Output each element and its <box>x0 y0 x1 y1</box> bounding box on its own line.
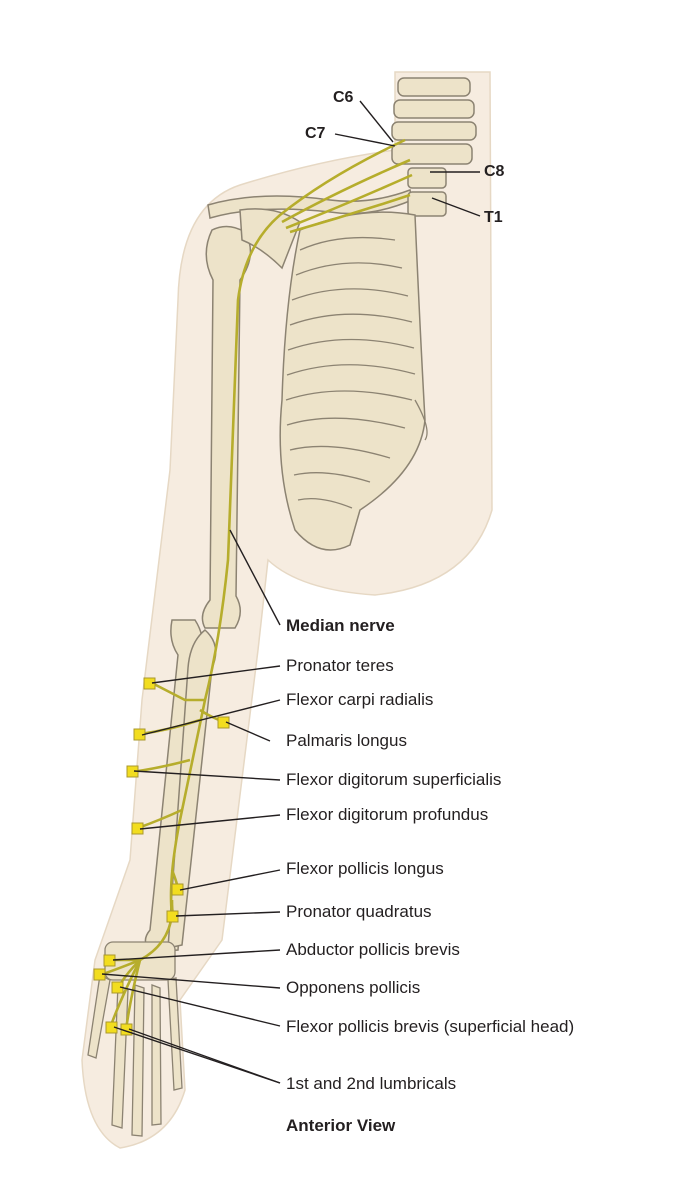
muscle-label-opponens-pollicis: Opponens pollicis <box>286 978 421 997</box>
muscle-label-flexor-carpi-radialis: Flexor carpi radialis <box>286 690 434 709</box>
root-label-c7: C7 <box>305 125 326 142</box>
rib-cage <box>279 211 426 551</box>
muscle-label-pronator-teres: Pronator teres <box>286 656 394 675</box>
leader-lines <box>101 100 481 1084</box>
muscle-label-lumbricals: 1st and 2nd lumbricals <box>286 1074 457 1093</box>
root-label-c6: C6 <box>333 89 354 106</box>
cervical-vertebrae <box>391 77 477 217</box>
muscle-label-flexor-digitorum-superficialis: Flexor digitorum superficialis <box>286 770 502 789</box>
muscle-label-pronator-quadratus: Pronator quadratus <box>286 902 432 921</box>
scapula-bone <box>239 208 301 270</box>
ribs <box>285 236 428 509</box>
root-label-t1: T1 <box>484 209 503 226</box>
muscle-label-flexor-digitorum-profundus: Flexor digitorum profundus <box>286 805 489 824</box>
muscle-label-flexor-pollicis-longus: Flexor pollicis longus <box>286 859 444 878</box>
view-label: Anterior View <box>286 1116 396 1135</box>
muscle-label-flexor-pollicis-brevis: Flexor pollicis brevis (superficial head… <box>286 1017 575 1036</box>
muscle-label-abductor-pollicis-brevis: Abductor pollicis brevis <box>286 940 460 959</box>
median-nerve-label: Median nerve <box>286 616 395 635</box>
muscle-label-palmaris-longus: Palmaris longus <box>286 731 407 750</box>
root-label-c8: C8 <box>484 163 505 180</box>
